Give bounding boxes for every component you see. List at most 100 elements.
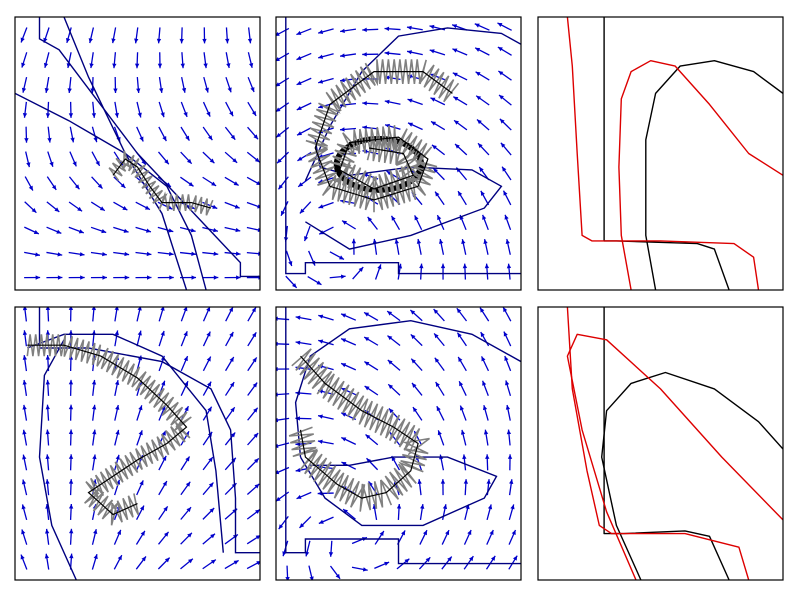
quiver-arrow [296, 28, 312, 36]
quiver-arrow [90, 251, 107, 257]
quiver-arrow-head [394, 238, 399, 244]
quiver-arrow-head [490, 555, 496, 561]
quiver-arrow [135, 530, 146, 545]
quiver-arrow-head [341, 462, 347, 466]
quiver-arrow [202, 331, 211, 347]
quiver-arrow [296, 491, 312, 500]
quiver-arrow-head [276, 132, 282, 138]
quiver-arrow-head [318, 54, 324, 59]
quiver-arrow-head [229, 111, 234, 117]
panel-plot-area [15, 17, 260, 290]
quiver-arrow [202, 559, 217, 570]
quiver-arrow [202, 126, 213, 141]
quiver-arrow-head [387, 335, 393, 341]
quiver-arrow-head [296, 80, 302, 85]
quiver-arrow [441, 529, 450, 545]
quiver-arrow [156, 27, 162, 44]
quiver-arrow [329, 251, 345, 261]
quiver-arrow [285, 250, 293, 267]
quiver-arrow-head [91, 404, 97, 410]
quiver-arrow [180, 532, 193, 545]
quiver-arrow-head [341, 313, 347, 318]
boundary-curve [27, 333, 224, 553]
quiver-arrow [202, 101, 211, 117]
quiver-arrow-head [298, 182, 304, 187]
quiver-arrow [474, 23, 490, 31]
quiver-arrow-shaft [246, 251, 260, 255]
quiver-arrow-head [480, 332, 485, 338]
quiver-arrow-head [276, 443, 279, 448]
quiver-arrow [328, 540, 334, 557]
quiver-arrow [497, 22, 512, 31]
quiver-arrow-head [45, 113, 51, 118]
quiver-arrow-head [503, 307, 508, 313]
quiver-arrow [505, 238, 511, 255]
quiver-arrow [68, 479, 74, 496]
quiver-arrow-head [362, 52, 367, 57]
quiver-arrow-head [396, 503, 402, 509]
quiver-arrow-head [144, 205, 150, 210]
quiver-arrow [135, 556, 147, 570]
quiver-arrow [276, 151, 290, 164]
quiver-arrow [351, 238, 357, 255]
quiver-arrow-head [97, 183, 103, 189]
quiver-arrow [410, 333, 423, 347]
quiver-arrow-head [433, 168, 438, 174]
quiver-arrow [412, 406, 423, 421]
quiver-arrow-head [512, 555, 518, 561]
quiver-arrow [508, 479, 514, 496]
quiver-arrow-head [309, 576, 314, 580]
quiver-arrow [225, 356, 235, 372]
quiver-arrow-head [33, 230, 39, 234]
quiver-arrow [157, 557, 171, 570]
quiver-arrow-head [367, 216, 373, 222]
quiver-arrow-head [123, 228, 129, 233]
quiver-arrow-head [204, 87, 209, 93]
quiver-arrow [430, 97, 446, 106]
quiver-arrow-head [22, 380, 27, 385]
quiver-arrow-head [486, 479, 491, 484]
quiver-arrow-head [140, 530, 145, 536]
quiver-arrow-head [440, 479, 446, 484]
quiver-arrow [246, 508, 260, 520]
quiver-arrow-head [453, 96, 459, 101]
quiver-arrow [308, 565, 314, 580]
quiver-arrow-head [462, 263, 468, 269]
quiver-arrow-head [288, 261, 293, 266]
quiver-arrow [339, 127, 356, 132]
quiver-arrow-head [276, 57, 280, 62]
quiver-arrow-head [461, 239, 466, 244]
quiver-arrow-head [316, 280, 322, 285]
quiver-arrow [158, 101, 165, 118]
quiver-arrow-head [202, 38, 207, 44]
quiver-arrow-head [181, 87, 187, 93]
quiver-arrow-head [387, 360, 393, 365]
quiver-arrow [276, 77, 290, 87]
quiver-arrow [202, 176, 217, 187]
quiver-arrow-head [190, 228, 196, 233]
quiver-arrow-head [115, 429, 120, 435]
quiver-arrow [318, 516, 334, 525]
quiver-arrow [295, 340, 312, 346]
quiver-arrow [318, 314, 334, 321]
quiver-arrow [158, 531, 170, 545]
quiver-arrow [462, 263, 468, 280]
quiver-arrow-head [340, 53, 345, 58]
quiver-arrow [479, 307, 490, 322]
quiver-arrow [411, 382, 423, 396]
quiver-arrow [384, 99, 401, 105]
quiver-arrow-head [412, 407, 418, 413]
quiver-arrow-head [162, 136, 167, 142]
quiver-arrow [317, 439, 334, 445]
quiver-arrow [69, 126, 75, 143]
quiver-arrow [341, 436, 357, 445]
quiver-arrow [224, 559, 239, 570]
quiver-arrow [224, 251, 241, 256]
quiver-arrow-head [188, 181, 194, 187]
quiver-arrow [202, 356, 212, 372]
quiver-arrow-head [206, 356, 211, 362]
boundary-curve [15, 92, 207, 290]
quiver-arrow-head [435, 191, 440, 197]
quiver-arrow-head [137, 112, 142, 118]
quiver-arrow-head [74, 184, 80, 190]
